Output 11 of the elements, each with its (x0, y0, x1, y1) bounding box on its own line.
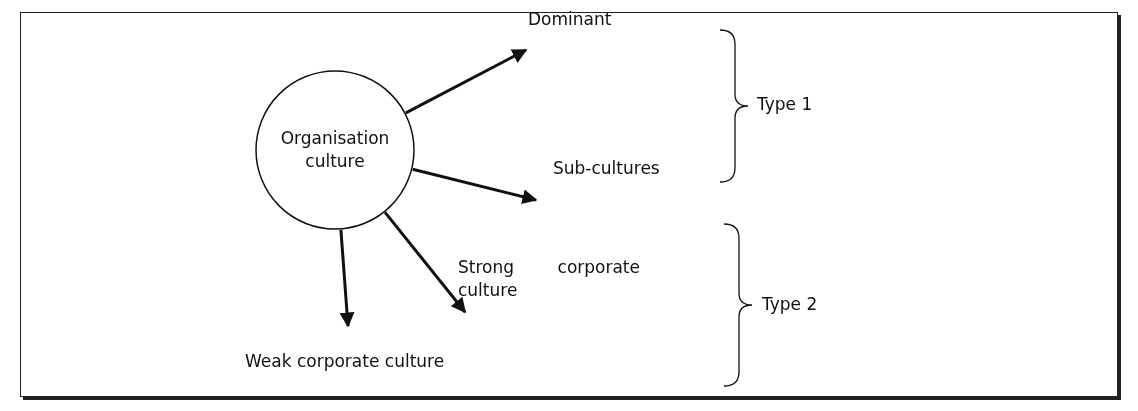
text-label: Weak corporate culture (245, 350, 495, 376)
arrow (339, 229, 355, 328)
text-label: Strong corporate culture (458, 256, 640, 306)
arrow (383, 211, 467, 314)
text-label: Sub-cultures (553, 157, 673, 183)
arrow (412, 167, 538, 204)
circle-node: Organisation culture (255, 70, 415, 230)
text-label: Dominant (528, 8, 628, 34)
arrow (405, 48, 528, 115)
group-label: Type 2 (762, 294, 818, 314)
group-label: Type 1 (757, 94, 813, 114)
